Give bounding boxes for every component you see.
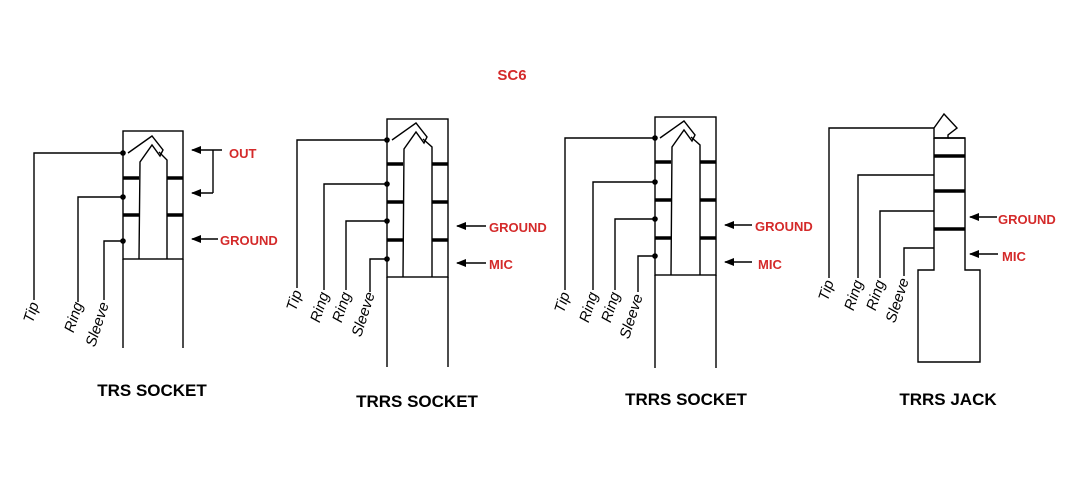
- diagram-caption: TRRS JACK: [899, 390, 997, 409]
- mic-label: MIC: [1002, 249, 1026, 264]
- trrs-socket-diagram-2: GROUND MIC Tip Ring Ring Sleeve TRRS SOC…: [551, 116, 813, 409]
- trs-socket-diagram: OUT GROUND Tip Ring Sleeve TRS SOCKET: [20, 130, 278, 400]
- out-label: OUT: [229, 146, 257, 161]
- pin-label-sleeve: Sleeve: [82, 300, 112, 349]
- annotation-arrows: [724, 221, 752, 266]
- socket-body: [654, 116, 717, 368]
- pin-wires: [33, 150, 126, 302]
- annotation-arrows: [191, 146, 222, 243]
- diagram-title: SC6: [497, 67, 526, 84]
- ground-label: GROUND: [998, 212, 1056, 227]
- pin-wires: [828, 127, 934, 278]
- diagram-caption: TRS SOCKET: [97, 381, 207, 400]
- pin-label-tip: Tip: [20, 300, 43, 325]
- diagram-caption: TRRS SOCKET: [356, 392, 478, 411]
- pin-label-tip: Tip: [551, 290, 574, 315]
- diagram-caption: TRRS SOCKET: [625, 390, 747, 409]
- mic-label: MIC: [489, 257, 513, 272]
- ground-label: GROUND: [489, 220, 547, 235]
- ground-label: GROUND: [220, 233, 278, 248]
- trrs-socket-diagram-1: GROUND MIC Tip Ring Ring Sleeve TRRS SOC…: [283, 118, 547, 411]
- pin-label-ring-2: Ring: [863, 277, 889, 312]
- jack-body: [917, 112, 981, 363]
- annotation-arrows: [456, 222, 486, 267]
- annotation-arrows: [969, 213, 998, 258]
- pin-label-ring: Ring: [61, 299, 87, 334]
- pin-wires: [564, 135, 658, 292]
- pin-wires: [296, 137, 390, 292]
- socket-body: [386, 118, 449, 367]
- ground-label: GROUND: [755, 219, 813, 234]
- mic-label: MIC: [758, 257, 782, 272]
- trrs-jack-diagram: GROUND MIC Tip Ring Ring Sleeve TRRS JAC…: [815, 112, 1056, 409]
- pin-label-ring-2: Ring: [598, 289, 624, 324]
- pin-label-ring-2: Ring: [329, 289, 355, 324]
- socket-body: [122, 130, 184, 348]
- pin-label-tip: Tip: [815, 278, 838, 303]
- pin-label-tip: Tip: [283, 288, 306, 313]
